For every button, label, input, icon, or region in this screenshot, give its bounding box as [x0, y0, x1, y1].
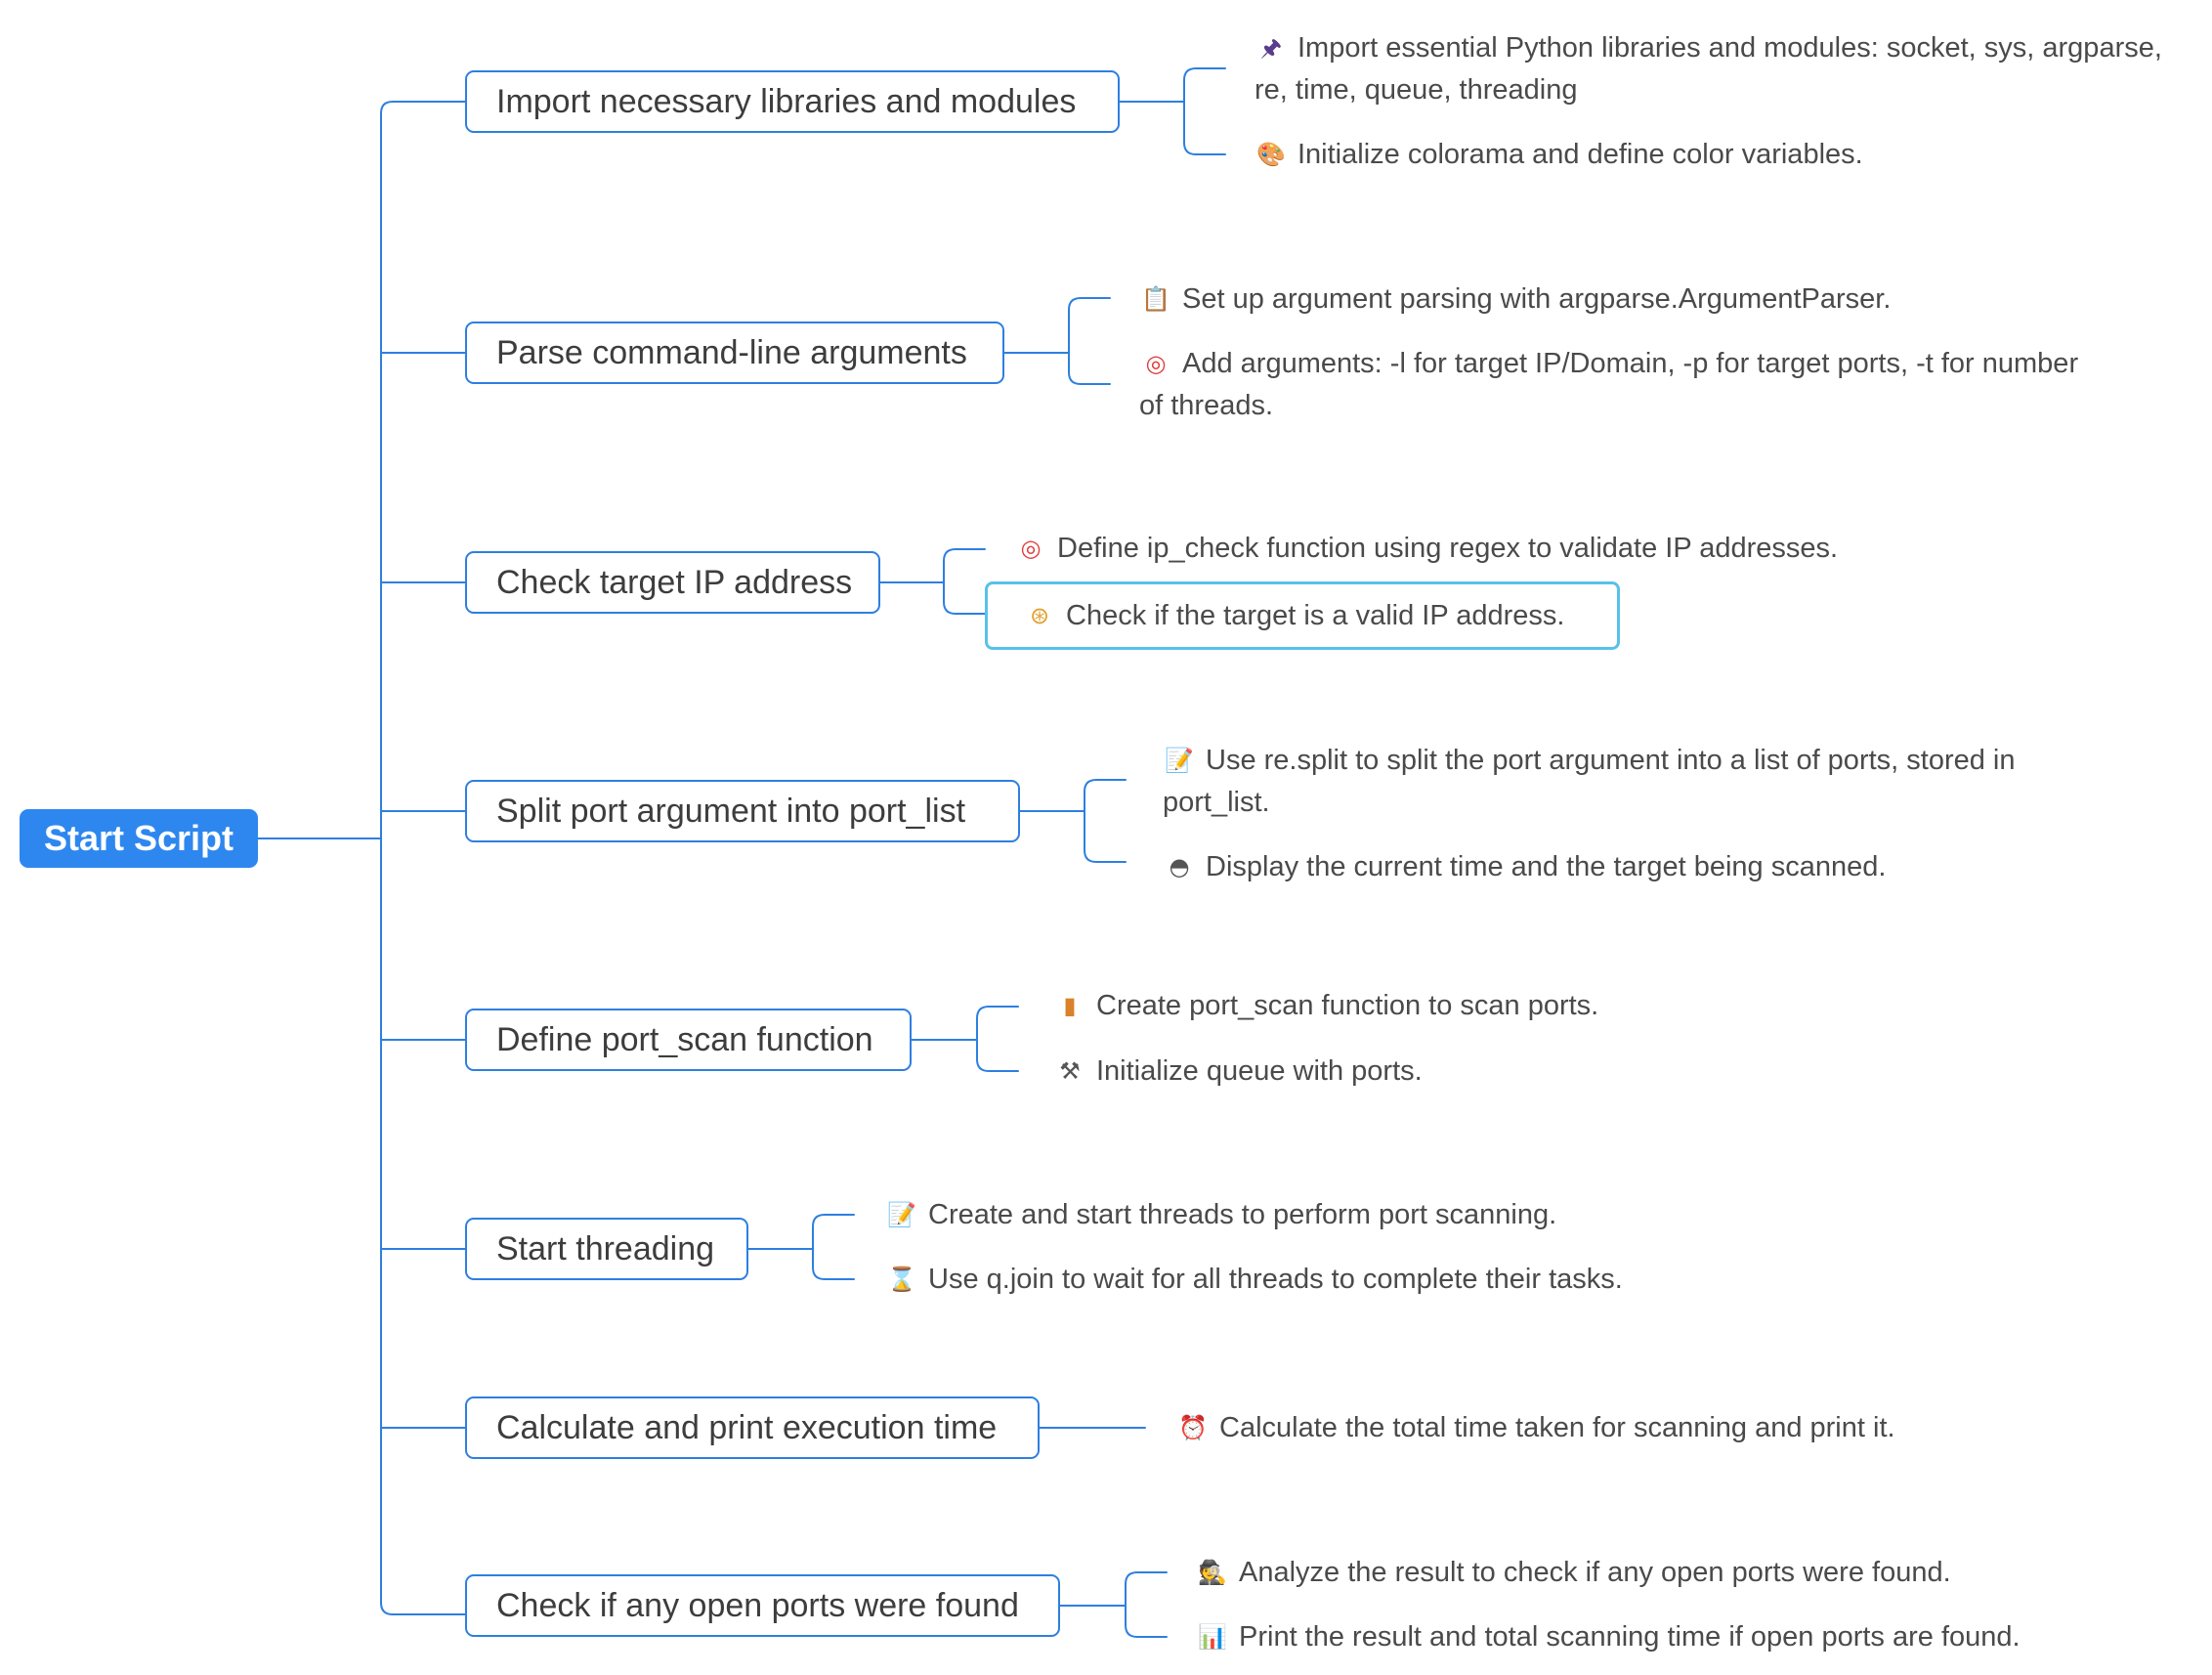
hourglass-icon: ⌛	[887, 1266, 916, 1293]
palette-icon: 🎨	[1256, 141, 1286, 168]
node-check-target-ip[interactable]: Check target IP address	[465, 551, 880, 614]
leaf-check-valid-ip-selected[interactable]: ⊛Check if the target is a valid IP addre…	[985, 581, 1620, 650]
leaf-display-time-target[interactable]: ◓Display the current time and the target…	[1163, 846, 2101, 888]
leaf-print-result[interactable]: 📊Print the result and total scanning tim…	[1196, 1616, 2202, 1658]
leaf-define-ip-check[interactable]: ◎Define ip_check function using regex to…	[1014, 528, 2089, 570]
leaf-add-arguments[interactable]: ◎Add arguments: -l for target IP/Domain,…	[1139, 343, 2087, 427]
compass-icon: ⊛	[1029, 602, 1050, 629]
clipboard-icon: 📋	[1141, 285, 1170, 313]
pin-icon: 🖈	[1259, 34, 1283, 62]
node-start-threading[interactable]: Start threading	[465, 1218, 748, 1280]
bar-chart-icon: 📊	[1198, 1623, 1227, 1651]
leaf-create-threads[interactable]: 📝Create and start threads to perform por…	[885, 1194, 1765, 1236]
notepad-icon: 📝	[887, 1201, 916, 1228]
target-icon: ◎	[1020, 535, 1042, 562]
leaf-init-colorama[interactable]: 🎨Initialize colorama and define color va…	[1255, 134, 2181, 176]
alarm-clock-icon: ⏰	[1178, 1414, 1208, 1441]
node-import-libraries[interactable]: Import necessary libraries and modules	[465, 70, 1120, 133]
node-split-port-argument[interactable]: Split port argument into port_list	[465, 780, 1020, 842]
node-calculate-execution-time[interactable]: Calculate and print execution time	[465, 1396, 1040, 1459]
leaf-create-port-scan[interactable]: ▮Create port_scan function to scan ports…	[1053, 985, 1933, 1027]
leaf-import-essential[interactable]: 🖈Import essential Python libraries and m…	[1255, 27, 2181, 111]
leaf-analyze-result[interactable]: 🕵Analyze the result to check if any open…	[1196, 1552, 2173, 1594]
node-check-open-ports[interactable]: Check if any open ports were found	[465, 1574, 1060, 1637]
root-node[interactable]: Start Script	[20, 809, 258, 868]
leaf-init-queue[interactable]: ⚒Initialize queue with ports.	[1053, 1051, 1933, 1093]
tools-icon: ⚒	[1059, 1057, 1081, 1085]
target-icon: ◎	[1145, 350, 1167, 377]
door-icon: ▮	[1063, 992, 1077, 1019]
clock-icon: ◓	[1169, 853, 1190, 880]
memo-icon: 📝	[1165, 747, 1194, 774]
leaf-argparse-setup[interactable]: 📋Set up argument parsing with argparse.A…	[1139, 279, 2106, 321]
detective-icon: 🕵	[1198, 1559, 1227, 1586]
leaf-q-join[interactable]: ⌛Use q.join to wait for all threads to c…	[885, 1259, 1765, 1301]
leaf-calc-total-time[interactable]: ⏰Calculate the total time taken for scan…	[1176, 1407, 2105, 1449]
leaf-re-split[interactable]: 📝Use re.split to split the port argument…	[1163, 740, 2101, 824]
node-parse-arguments[interactable]: Parse command-line arguments	[465, 322, 1004, 384]
node-define-port-scan[interactable]: Define port_scan function	[465, 1009, 912, 1071]
